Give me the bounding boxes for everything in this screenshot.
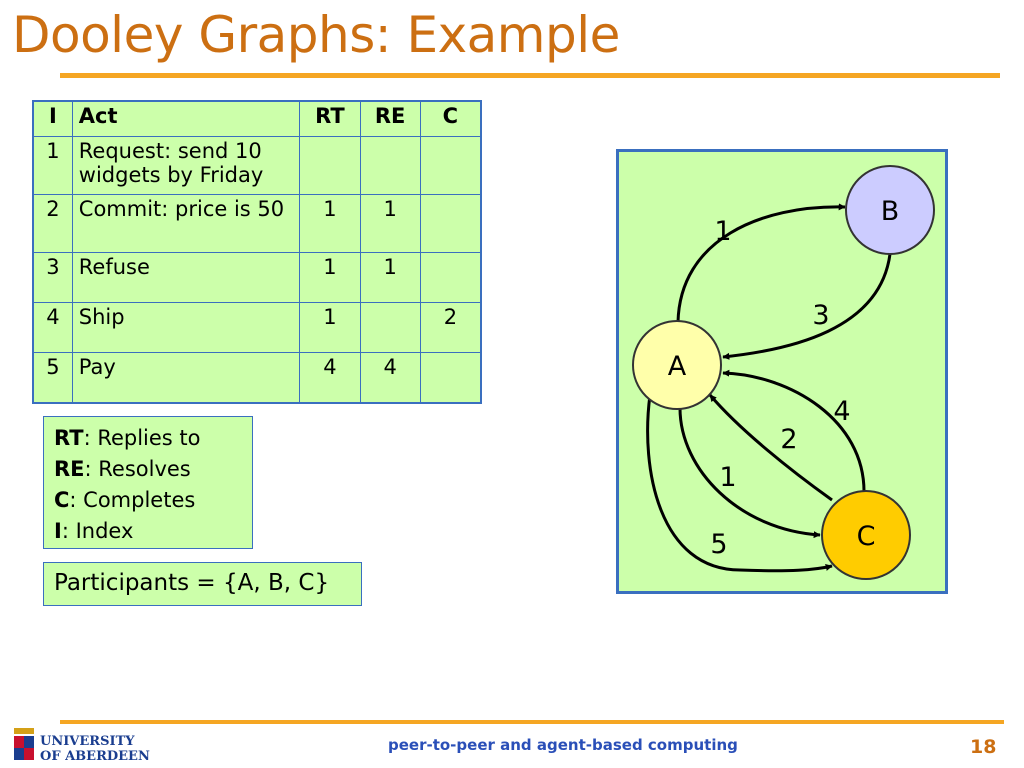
node-a	[632, 320, 722, 410]
edge-label: 1	[714, 216, 731, 247]
cell-c: 2	[419, 302, 482, 354]
abbreviation-legend: RT: Replies to RE: Resolves C: Completes…	[43, 416, 253, 549]
legend-key: I	[54, 519, 62, 543]
cell-act: Ship	[71, 302, 301, 354]
legend-item: RE: Resolves	[54, 454, 252, 485]
legend-item: RT: Replies to	[54, 423, 252, 454]
edge-label: 4	[833, 396, 850, 427]
university-crest-icon	[14, 728, 34, 760]
cell-act: Refuse	[71, 252, 301, 304]
edge-a-to-b-1	[676, 203, 846, 323]
cell-rt: 4	[299, 352, 361, 404]
edge-label: 1	[719, 462, 736, 493]
legend-desc: : Replies to	[83, 426, 201, 450]
cell-act: Pay	[71, 352, 301, 404]
edge-a-to-c-1	[678, 407, 821, 539]
legend-item: C: Completes	[54, 485, 252, 516]
cell-index: 2	[32, 194, 73, 254]
legend-desc: : Index	[61, 519, 134, 543]
cell-index: 5	[32, 352, 73, 404]
university-logo-text: UNIVERSITY OF ABERDEEN	[40, 734, 150, 764]
header-act: Act	[71, 100, 301, 137]
edge-c-to-a-2	[708, 394, 833, 502]
cell-re: 4	[359, 352, 421, 404]
slide-title: Dooley Graphs: Example	[12, 6, 620, 64]
legend-desc: : Resolves	[84, 457, 191, 481]
cell-index: 4	[32, 302, 73, 354]
node-c	[821, 490, 911, 580]
table-header-row: I Act RT RE C	[32, 100, 482, 137]
header-re: RE	[359, 100, 421, 137]
header-index: I	[32, 100, 73, 137]
acts-table: I Act RT RE C 1 Request: send 10 widgets…	[32, 100, 482, 404]
cell-index: 3	[32, 252, 73, 304]
cell-act: Commit: price is 50	[71, 194, 301, 254]
edge-label: 2	[780, 424, 797, 455]
table-row: 5 Pay 4 4	[32, 352, 482, 404]
edge-label: 5	[710, 529, 727, 560]
participants-box: Participants = {A, B, C}	[43, 562, 362, 606]
cell-re: 1	[359, 194, 421, 254]
edge-c-to-a-4	[722, 369, 866, 494]
cell-re	[359, 302, 421, 354]
cell-c	[419, 352, 482, 404]
edge-a-to-c-5	[646, 394, 833, 573]
legend-key: RE	[54, 457, 85, 481]
edge-label: 3	[812, 300, 829, 331]
legend-key: C	[54, 488, 70, 512]
footer-course-title: peer-to-peer and agent-based computing	[388, 736, 738, 754]
legend-key: RT	[54, 426, 84, 450]
header-c: C	[419, 100, 482, 137]
page-number: 18	[970, 736, 997, 758]
legend-desc: : Completes	[69, 488, 196, 512]
cell-re	[359, 135, 421, 196]
footer-rule	[60, 720, 1004, 724]
table-row: 1 Request: send 10 widgets by Friday	[32, 135, 482, 196]
cell-rt: 1	[299, 302, 361, 354]
header-rt: RT	[299, 100, 361, 137]
table-row: 2 Commit: price is 50 1 1	[32, 194, 482, 254]
cell-c	[419, 194, 482, 254]
cell-c	[419, 135, 482, 196]
node-b	[845, 165, 935, 255]
node-label: C	[857, 521, 876, 552]
node-label: A	[668, 351, 687, 382]
logo-line-1: UNIVERSITY	[40, 734, 135, 749]
table-row: 4 Ship 1 2	[32, 302, 482, 354]
edge-b-to-a-3	[722, 253, 892, 360]
logo-line-2: OF ABERDEEN	[40, 749, 150, 764]
cell-c	[419, 252, 482, 304]
cell-rt	[299, 135, 361, 196]
cell-index: 1	[32, 135, 73, 196]
node-label: B	[881, 196, 900, 227]
legend-item: I: Index	[54, 516, 252, 547]
title-underline	[60, 73, 1000, 78]
